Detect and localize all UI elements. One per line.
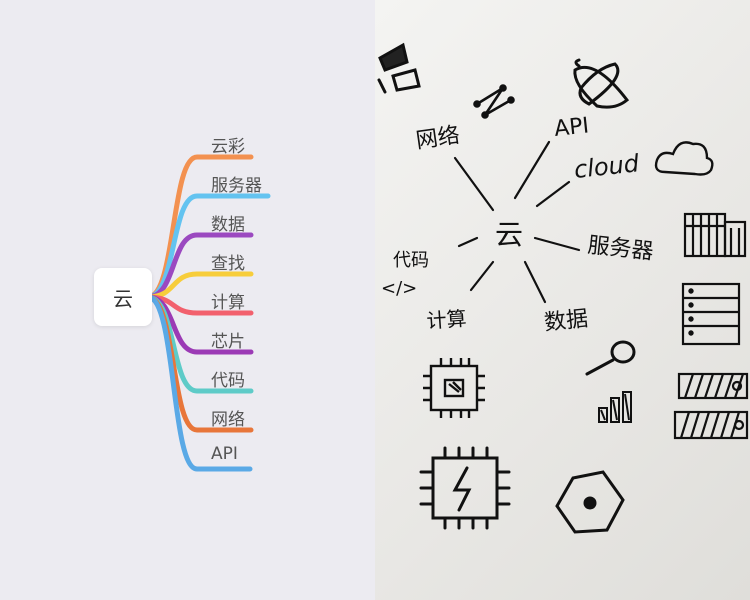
sketch-connector-lines [453,140,581,304]
api-plug-icon [573,58,630,109]
sketch-label-cloud: cloud [573,149,641,184]
branch-label-2[interactable]: 服务器 [211,176,262,196]
building-icon [683,212,747,258]
branch-label-6[interactable]: 芯片 [211,332,245,352]
storage-panel-icon [673,372,749,440]
server-rack-icon [681,282,741,346]
bar-chart-icon [598,391,632,423]
sketch-label-data: 数据 [543,307,589,336]
sketch-label-code: 代码 [393,250,429,271]
whiteboard-sketch: 云 网络 API cloud 服务器 代码 </> 计算 数据 [377,42,749,534]
small-chip-icon [423,358,485,418]
network-icon [473,84,515,119]
sketch-label-api: API [553,113,590,142]
cloud-icon [654,141,714,176]
mindmap-panel: 云 云彩服务器数据查找计算芯片代码网络 API [94,137,271,472]
branch-line-9 [145,294,253,472]
branch-label-5[interactable]: 计算 [211,293,245,313]
mindmap-branches [145,154,271,472]
sketch-label-compute: 计算 [426,306,468,333]
search-icon [585,340,636,376]
branch-label-8[interactable]: 网络 [211,410,245,430]
root-node-label: 云 [113,286,133,311]
branch-label-1[interactable]: 云彩 [211,137,245,157]
sketch-label-server: 服务器 [586,233,654,265]
whiteboard-photo: 云 网络 API cloud 服务器 代码 </> 计算 数据 [375,0,750,600]
branch-label-9[interactable]: API [211,444,238,464]
sketch-center-word: 云 [495,218,523,251]
branch-label-7[interactable]: 代码 [211,371,245,391]
branch-label-3[interactable]: 数据 [211,215,245,235]
sketch-label-network: 网络 [414,123,461,154]
branch-label-4[interactable]: 查找 [211,254,245,274]
corner-scribble [377,42,421,94]
mindmap-root-node[interactable]: 云 [94,268,152,326]
hexagon-icon [555,470,625,534]
processor-chip-icon [419,446,511,530]
sketch-code-symbol: </> [381,278,417,299]
